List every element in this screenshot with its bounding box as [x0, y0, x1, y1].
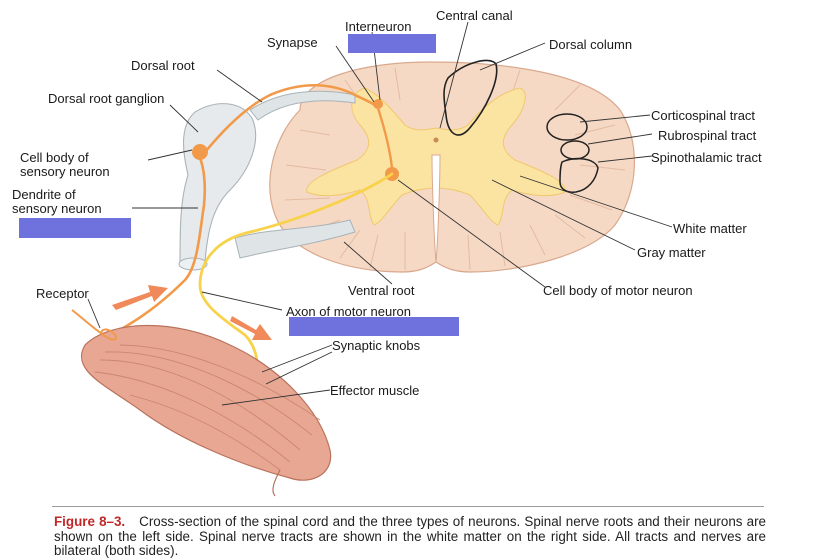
- label-synapse: Synapse: [267, 35, 318, 50]
- label-receptor: Receptor: [36, 286, 89, 301]
- anterior-median-fissure: [431, 154, 441, 263]
- label-interneuron: Interneuron: [345, 19, 412, 34]
- leader-lines: [87, 21, 673, 406]
- central-canal-mark: [433, 137, 439, 143]
- figure-caption: Figure 8–3.Cross-section of the spinal c…: [54, 514, 767, 559]
- spinal-cord-diagram: [71, 21, 673, 497]
- synapse-dot: [373, 99, 383, 109]
- label-cell-body-motor: Cell body of motor neuron: [543, 283, 693, 298]
- interneuron-path: [376, 107, 394, 169]
- label-gray-matter: Gray matter: [637, 245, 706, 260]
- label-dendrite-sensory-line2: sensory neuron: [12, 201, 102, 216]
- label-synaptic-knobs: Synaptic knobs: [332, 338, 421, 353]
- sensory-direction-arrow: [112, 285, 168, 310]
- sensory-neuron: [108, 83, 380, 337]
- label-effector-muscle: Effector muscle: [330, 383, 420, 398]
- label-spinothalamic-tract: Spinothalamic tract: [651, 150, 762, 165]
- hidden-label-mask-dendrite: [19, 218, 131, 238]
- dorsal-root-sheath: [249, 90, 356, 121]
- spinal-cord-cross-section: [269, 61, 635, 273]
- motor-axon-path: [198, 172, 394, 374]
- label-ventral-root: Ventral root: [348, 283, 415, 298]
- label-dorsal-column: Dorsal column: [549, 37, 633, 52]
- effector-muscle-drawing: [71, 309, 332, 497]
- effector-muscle-body: [80, 324, 332, 481]
- label-rubrospinal-tract: Rubrospinal tract: [658, 128, 757, 143]
- spinothalamic-tract-outline: [559, 157, 599, 193]
- label-axon-motor: Axon of motor neuron: [286, 304, 412, 319]
- label-central-canal: Central canal: [436, 8, 513, 23]
- label-cell-body-sensory-line2: sensory neuron: [20, 164, 110, 179]
- label-white-matter: White matter: [673, 221, 747, 236]
- label-cell-body-sensory-line1: Cell body of: [20, 150, 89, 165]
- motor-direction-arrow: [230, 316, 272, 340]
- label-dorsal-root-ganglion: Dorsal root ganglion: [48, 91, 165, 106]
- hidden-label-mask-axon: [289, 317, 459, 336]
- caption-text: Cross-section of the spinal cord and the…: [54, 514, 767, 559]
- hidden-label-mask-interneuron: [348, 34, 436, 53]
- figure-number: Figure 8–3.: [54, 514, 126, 529]
- ventral-root-sheath: [234, 219, 356, 259]
- receptor-spiral: [71, 309, 118, 341]
- caption-divider: [52, 506, 764, 507]
- label-dorsal-root: Dorsal root: [131, 58, 195, 73]
- label-corticospinal-tract: Corticospinal tract: [651, 108, 756, 123]
- dorsal-column-outline: [443, 59, 498, 136]
- corticospinal-tract-outline: [546, 113, 588, 141]
- label-dendrite-sensory-line1: Dendrite of: [12, 187, 76, 202]
- sensory-cell-body: [192, 144, 208, 160]
